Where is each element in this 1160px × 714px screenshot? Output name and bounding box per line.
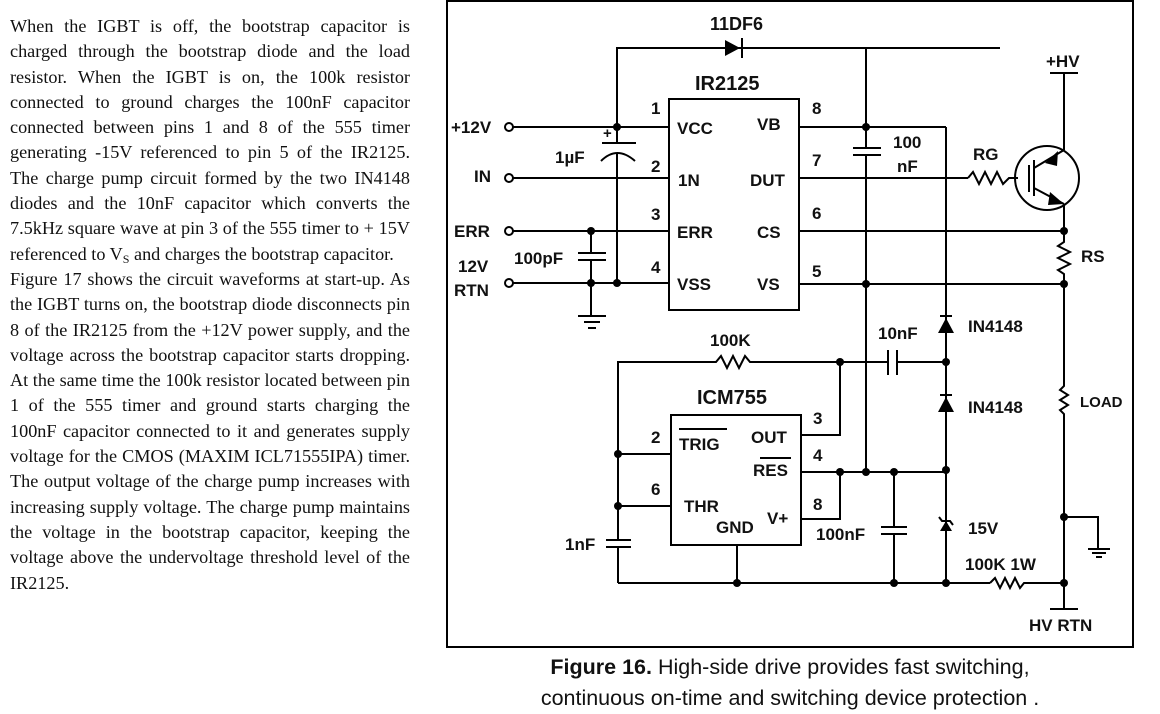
ic-icm755: ICM755 TRIG THR OUT RES V+ GND 2 6 3 4 8… [565,362,946,587]
caption-line-1: High-side drive provides fast switching, [651,655,1030,679]
paragraph-1-tail: and charges the bootstrap capacitor. [129,243,394,264]
pin-gnd-label: GND [716,518,754,537]
resistor-rs: RS [1055,227,1105,288]
ic2-pin-6-num: 6 [651,480,660,499]
load-label: LOAD [1080,394,1123,411]
figure-frame-top [446,0,1134,2]
diode-11df6-label: 11DF6 [710,14,763,34]
rg-label: RG [973,145,999,164]
capacitor-1uf: + 1µF [555,123,636,287]
pin-2-num: 2 [651,157,660,176]
resistor-100k-1w: 100K 1W HV RTN [618,555,1092,635]
cap-plus-sign: + [603,125,612,142]
hv-rtn-label: HV RTN [1029,616,1092,635]
input-in-label: IN [474,167,491,186]
body-text: When the IGBT is off, the bootstrap capa… [10,14,410,596]
caption-label: Figure 16. [550,655,652,679]
pin-4-num: 4 [651,258,661,277]
pin-dut-label: DUT [750,171,786,190]
input-rtn-label-1: 12V [458,257,489,276]
pin-7-num: 7 [812,151,821,170]
capacitor-100pf: 100pF [514,227,606,329]
pin-vss-label: VSS [677,275,711,294]
r-100k-label: 100K [710,331,751,350]
hv-label: +HV [1046,52,1080,71]
pin-5-num: 5 [812,262,821,281]
rs-label: RS [1081,247,1105,266]
input-rtn-label-2: RTN [454,281,489,300]
paragraph-2: Figure 17 shows the circuit waveforms at… [10,268,410,593]
cap-100nf-label-a: 100 [893,133,921,152]
diode-11df6: 11DF6 [616,14,1000,127]
ic2-pin-8-num: 8 [813,495,822,514]
pin-vplus-label: V+ [767,509,788,528]
pin-vb-label: VB [757,115,781,134]
ic2-pin-3-num: 3 [813,409,822,428]
diode-1-label: IN4148 [968,317,1023,336]
pin-6-num: 6 [812,204,821,223]
figure-caption: Figure 16. High-side drive provides fast… [446,652,1134,714]
pin-vcc-label: VCC [677,119,713,138]
diode-2-label: IN4148 [968,398,1023,417]
ir2125-output-wires: 100 nF [799,123,1064,470]
cap-1nf-label: 1nF [565,535,595,554]
figure-frame [446,0,1134,648]
pin-cs-label: CS [757,223,781,242]
pin-res-label: RES [753,461,788,480]
r-100k-1w-label: 100K 1W [965,555,1037,574]
pin-err-label: ERR [677,223,713,242]
pin-out-label: OUT [751,428,788,447]
resistor-load: LOAD [1058,284,1123,583]
cap-10nf-label: 10nF [878,324,918,343]
paragraph-1-text: When the IGBT is off, the bootstrap capa… [10,16,410,264]
diode-column: IN4148 IN4148 15V [938,315,1023,587]
cap-100nf-label-b: nF [897,157,918,176]
pin-in-label: 1N [678,171,700,190]
igbt-transistor: +HV [1014,52,1080,231]
ic-ir2125: IR2125 VCC 1N ERR VSS VB DUT CS VS 1 2 3… [651,73,821,311]
cap-1uf-label: 1µF [555,148,585,167]
pin-trig-label: TRIG [679,435,720,454]
ic2-pin-2-num: 2 [651,428,660,447]
cap-100pf-label: 100pF [514,249,563,268]
pin-vs-label: VS [757,275,780,294]
caption-line-2: continuous on-time and switching device … [540,686,1040,710]
paragraph-1: When the IGBT is off, the bootstrap capa… [10,14,410,267]
input-12v-label: +12V [451,118,492,137]
ic-ir2125-name: IR2125 [695,73,760,95]
pin-3-num: 3 [651,205,660,224]
pin-1-num: 1 [651,99,660,118]
pin-thr-label: THR [684,497,719,516]
zener-label: 15V [968,519,999,538]
ic-icm755-name: ICM755 [697,387,767,409]
cap-100nf-2-label: 100nF [816,525,865,544]
resistor-rg: RG [967,145,1018,187]
resistor-100k: 100K 10nF [617,324,946,444]
subscript: S [122,251,130,266]
input-err-label: ERR [454,222,490,241]
ic2-pin-4-num: 4 [813,446,823,465]
input-terminals: +12V IN ERR 12V RTN [451,118,669,300]
pin-8-num: 8 [812,99,821,118]
